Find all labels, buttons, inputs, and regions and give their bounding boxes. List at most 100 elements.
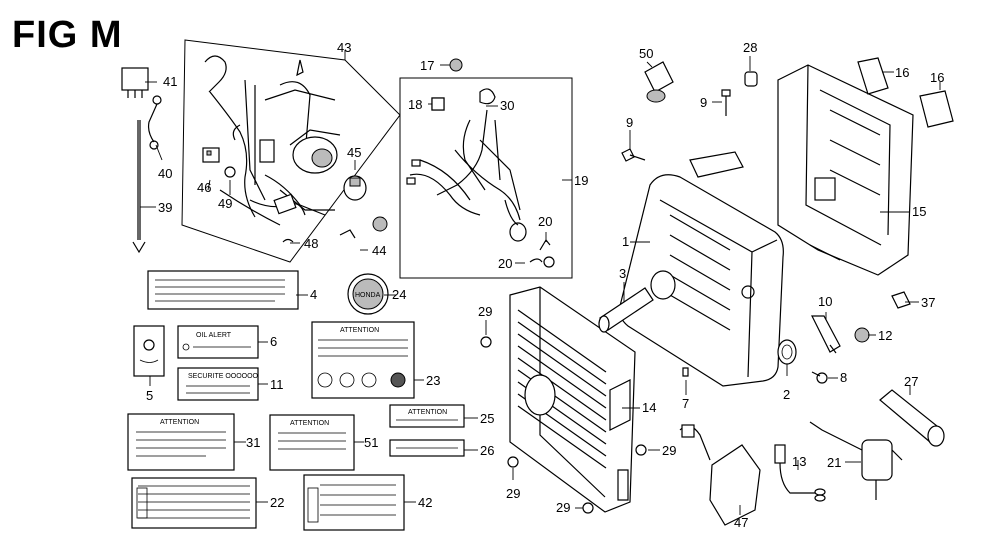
label-17: 17 <box>420 58 434 73</box>
label-15: 15 <box>912 204 926 219</box>
svg-text:ATTENTION: ATTENTION <box>408 409 447 416</box>
part-37-clip <box>891 291 911 309</box>
part-9-bolt-top <box>721 89 731 116</box>
part-21-filter <box>809 421 903 500</box>
label-41: 41 <box>163 74 177 89</box>
part-41-rectifier <box>121 67 149 98</box>
label-9-a: 9 <box>626 115 633 130</box>
label-7: 7 <box>682 396 689 411</box>
label-28: 28 <box>743 40 757 55</box>
part-8-bolt <box>811 371 828 384</box>
part-29-bolt-a <box>480 336 492 348</box>
wire-harness-19 <box>406 88 555 268</box>
label-16-b: 16 <box>930 70 944 85</box>
control-wiring-43 <box>204 55 341 226</box>
label-50: 50 <box>639 46 653 61</box>
svg-text:ATTENTION: ATTENTION <box>160 419 199 426</box>
label-30: 30 <box>500 98 514 113</box>
svg-text:ATTENTION: ATTENTION <box>290 420 329 427</box>
label-29-a: 29 <box>478 304 492 319</box>
label-14: 14 <box>642 400 656 415</box>
part-9-bolt-left <box>621 148 646 162</box>
label-19: 19 <box>574 173 588 188</box>
part-15-cover <box>777 64 914 276</box>
decal-23-attention-pictograms: ATTENTION <box>311 321 415 399</box>
assembly-box-19 <box>399 77 573 279</box>
part-44-screw <box>339 229 356 239</box>
decal-31-attention: ATTENTION <box>127 413 235 471</box>
part-46-connector <box>202 147 220 163</box>
label-42: 42 <box>418 495 432 510</box>
part-50-cap <box>644 61 674 103</box>
label-16-a: 16 <box>895 65 909 80</box>
label-37: 37 <box>921 295 935 310</box>
label-26: 26 <box>480 443 494 458</box>
part-39-cable <box>132 120 146 254</box>
label-24: 24 <box>392 287 406 302</box>
part-1-muffler <box>619 151 784 387</box>
part-10-spark-plug <box>811 315 841 354</box>
label-45: 45 <box>347 145 361 160</box>
label-47: 47 <box>734 515 748 530</box>
label-6: 6 <box>270 334 277 349</box>
decal-11-securite: SECURITE OOOOOO <box>177 367 259 401</box>
part-44-nut <box>372 216 388 232</box>
part-14-muffler-protector <box>509 286 636 513</box>
label-51: 51 <box>364 435 378 450</box>
figure-title: FIG M <box>12 14 123 56</box>
decal-25-attention: ATTENTION <box>389 404 465 428</box>
label-49: 49 <box>218 196 232 211</box>
decal-26 <box>389 439 465 457</box>
label-1: 1 <box>622 234 629 249</box>
label-20-b: 20 <box>498 256 512 271</box>
label-25: 25 <box>480 411 494 426</box>
part-28-grommet <box>744 71 758 87</box>
label-10: 10 <box>818 294 832 309</box>
label-29-c: 29 <box>662 443 676 458</box>
svg-text:HONDA: HONDA <box>355 292 381 299</box>
part-18-connector <box>431 97 445 111</box>
label-23: 23 <box>426 373 440 388</box>
part-13-sensor <box>774 444 826 502</box>
part-16-clip-b <box>919 90 954 128</box>
part-48-clip <box>282 238 294 243</box>
part-27-tube <box>879 389 945 447</box>
part-16-clip-a <box>857 57 889 95</box>
part-2-gasket <box>777 339 797 365</box>
label-27: 27 <box>904 374 918 389</box>
part-number-labels: 1 2 3 4 5 6 7 8 9 9 10 11 12 13 14 15 16… <box>146 40 944 530</box>
label-22: 22 <box>270 495 284 510</box>
decal-24-honda-logo: HONDA <box>347 273 389 315</box>
label-46: 46 <box>197 180 211 195</box>
decal-42 <box>303 474 405 531</box>
leader-lines <box>140 50 941 515</box>
svg-text:ATTENTION: ATTENTION <box>340 327 379 334</box>
label-18: 18 <box>408 97 422 112</box>
part-12-nut <box>854 327 870 343</box>
label-8: 8 <box>840 370 847 385</box>
decal-22 <box>131 477 257 529</box>
label-3: 3 <box>619 266 626 281</box>
label-40: 40 <box>158 166 172 181</box>
label-20-a: 20 <box>538 214 552 229</box>
svg-text:SECURITE OOOOOO: SECURITE OOOOOO <box>188 373 259 380</box>
part-3-pipe <box>598 287 654 333</box>
part-17-grommet <box>449 58 463 72</box>
label-11: 11 <box>270 377 284 392</box>
part-29-bolt-b <box>507 456 519 468</box>
svg-text:OIL ALERT: OIL ALERT <box>196 332 232 339</box>
label-44: 44 <box>372 243 386 258</box>
label-9-b: 9 <box>700 95 707 110</box>
part-45-knob <box>343 175 367 201</box>
part-7-bolt <box>682 367 689 377</box>
part-47-module <box>679 424 761 526</box>
decal-5 <box>133 325 165 377</box>
label-12: 12 <box>878 328 892 343</box>
part-29-bolt-c <box>635 444 647 456</box>
label-29-d: 29 <box>556 500 570 515</box>
decal-6-oil-alert: OIL ALERT <box>177 325 259 359</box>
decal-51-attention: ATTENTION <box>269 414 355 471</box>
part-40-cable <box>147 95 162 150</box>
